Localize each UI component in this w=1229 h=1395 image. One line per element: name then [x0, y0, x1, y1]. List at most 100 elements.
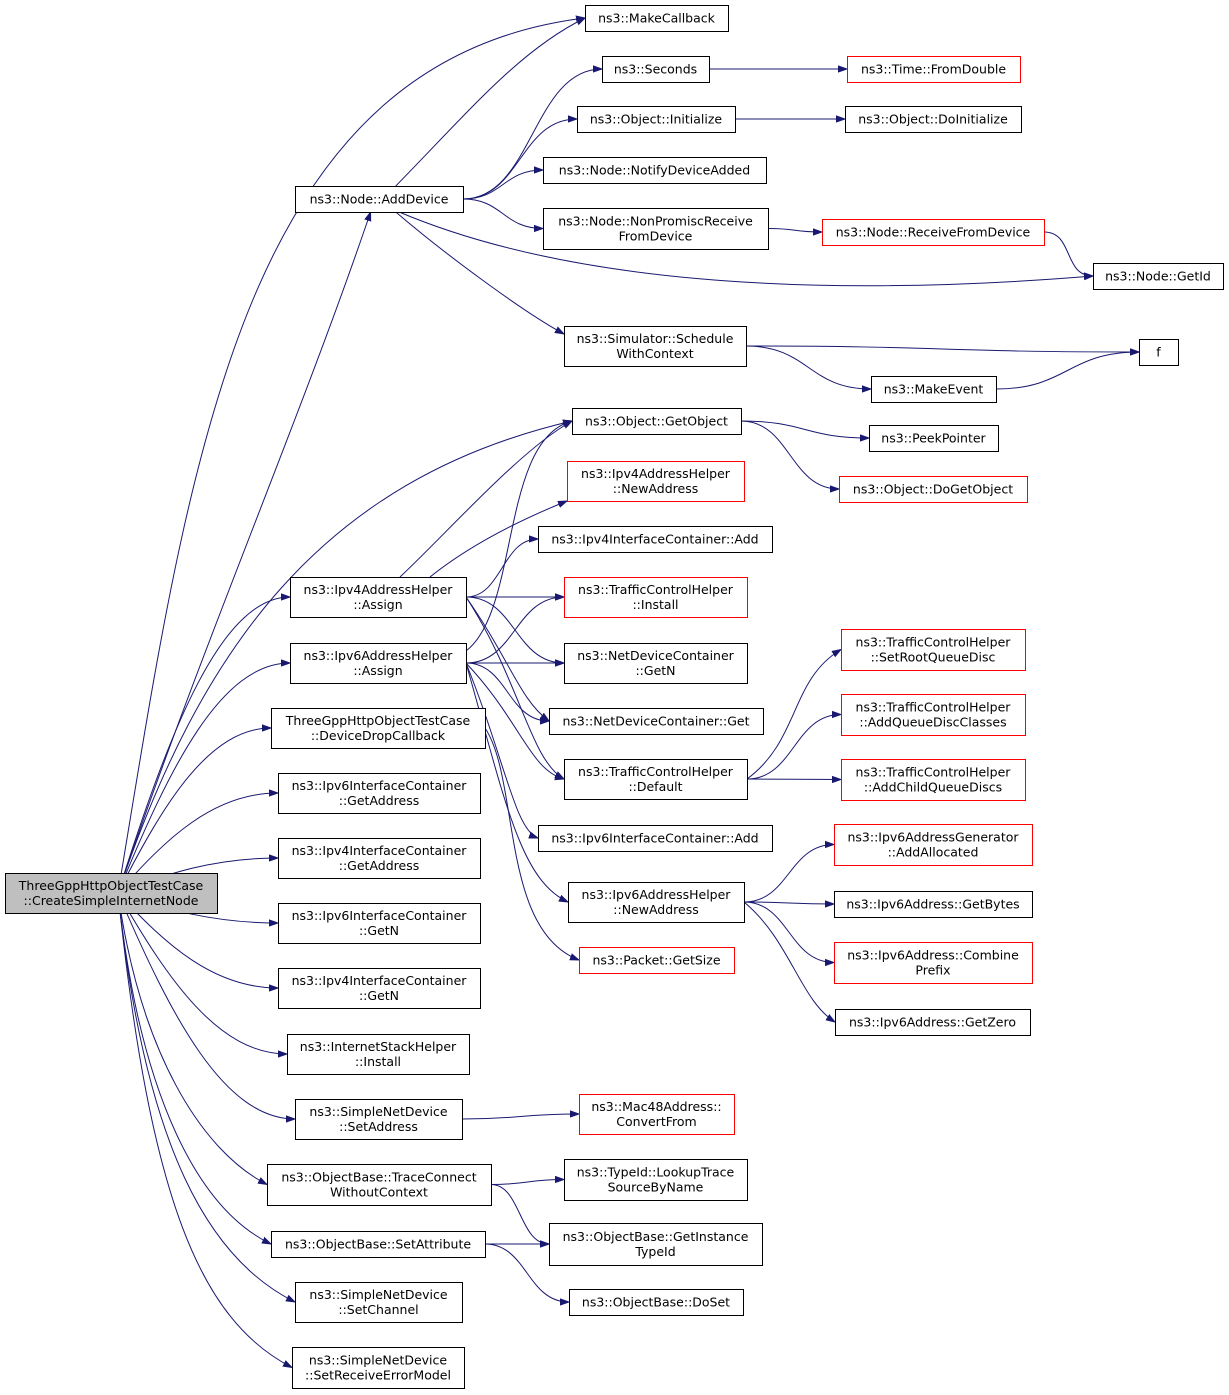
edge-adddevice-to-initialize [462, 119, 577, 200]
node-box [567, 461, 745, 502]
edge [117, 597, 290, 894]
node-label: ns3::Object::GetObject [585, 414, 728, 429]
edge-getobject-to-dogetobject [740, 420, 839, 489]
edge [117, 18, 585, 894]
edge-root-to-traceconnect [117, 892, 267, 1185]
node-tchdefault[interactable]: ns3::TrafficControlHelper::Default [564, 759, 748, 800]
edge-adddevice-to-makecallback [395, 18, 585, 187]
edge [746, 650, 841, 780]
edge-ipv4assign-to-getobject [399, 421, 572, 578]
node-label: ns3::Object::DoInitialize [858, 112, 1008, 127]
node-getobject[interactable]: ns3::Object::GetObject [572, 408, 742, 435]
node-setreceiveerrormodel[interactable]: ns3::SimpleNetDevice::SetReceiveErrorMod… [292, 1347, 465, 1389]
node-peekpointer[interactable]: ns3::PeekPointer [869, 425, 999, 452]
node-root[interactable]: ThreeGppHttpObjectTestCase::CreateSimple… [5, 873, 218, 914]
node-box [834, 942, 1033, 984]
node-devicedrop[interactable]: ThreeGppHttpObjectTestCase::DeviceDropCa… [271, 708, 486, 749]
node-label: ns3::PeekPointer [881, 431, 986, 446]
edge-ipv6assign-to-getobject [465, 421, 572, 652]
node-ipv4assign[interactable]: ns3::Ipv4AddressHelper::Assign [290, 577, 467, 618]
node-ipv6icgetaddress[interactable]: ns3::Ipv6InterfaceContainer::GetAddress [278, 773, 481, 814]
edge-ipv4assign-to-ndcget [465, 596, 549, 721]
node-ipv4newaddress[interactable]: ns3::Ipv4AddressHelper::NewAddress [567, 461, 745, 502]
edge-ipv6newaddress-to-addallocated [743, 845, 834, 903]
node-setaddress[interactable]: ns3::SimpleNetDevice::SetAddress [295, 1099, 463, 1140]
node-box [295, 1282, 463, 1323]
node-makecallback[interactable]: ns3::MakeCallback [585, 5, 729, 32]
node-ipv6newaddress[interactable]: ns3::Ipv6AddressHelper::NewAddress [568, 882, 745, 923]
node-tchinstall[interactable]: ns3::TrafficControlHelper::Install [564, 577, 748, 618]
edge-root-to-setchannel [117, 892, 295, 1302]
node-setrootqueuedisc[interactable]: ns3::TrafficControlHelper::SetRootQueueD… [841, 629, 1026, 671]
node-addchildqueuediscs[interactable]: ns3::TrafficControlHelper::AddChildQueue… [841, 759, 1026, 801]
node-box [295, 1099, 463, 1140]
node-addallocated[interactable]: ns3::Ipv6AddressGenerator::AddAllocated [834, 824, 1033, 866]
node-ipv6assign[interactable]: ns3::Ipv6AddressHelper::Assign [290, 643, 467, 684]
node-ndcgetn[interactable]: ns3::NetDeviceContainer::GetN [564, 643, 748, 684]
node-setattribute[interactable]: ns3::ObjectBase::SetAttribute [271, 1231, 486, 1258]
node-ndcget[interactable]: ns3::NetDeviceContainer::Get [549, 708, 764, 735]
node-doset[interactable]: ns3::ObjectBase::DoSet [569, 1289, 744, 1316]
edge-adddevice-to-getid [398, 211, 1093, 287]
node-fromdouble[interactable]: ns3::Time::FromDouble [847, 56, 1021, 83]
edge-schedulewithcontext-to-makeevent [745, 345, 871, 389]
node-seconds[interactable]: ns3::Seconds [602, 56, 710, 83]
node-dogetobject[interactable]: ns3::Object::DoGetObject [839, 476, 1028, 503]
node-label: ::NewAddress [613, 481, 698, 496]
node-box [568, 882, 745, 923]
node-receivefromdevice[interactable]: ns3::Node::ReceiveFromDevice [822, 219, 1045, 246]
node-label: ::SetRootQueueDisc [871, 650, 996, 665]
node-setchannel[interactable]: ns3::SimpleNetDevice::SetChannel [295, 1282, 463, 1323]
node-ipv4icgetn[interactable]: ns3::Ipv4InterfaceContainer::GetN [278, 968, 481, 1009]
node-label: ns3::TrafficControlHelper [856, 765, 1012, 780]
node-ipv6icadd[interactable]: ns3::Ipv6InterfaceContainer::Add [538, 825, 773, 852]
node-box [579, 947, 735, 974]
edge [490, 1180, 564, 1185]
node-addqueuediscclasses[interactable]: ns3::TrafficControlHelper::AddQueueDiscC… [841, 694, 1026, 736]
node-ipv4icadd[interactable]: ns3::Ipv4InterfaceContainer::Add [538, 526, 773, 553]
node-label: ThreeGppHttpObjectTestCase [285, 713, 471, 728]
node-convertfrom[interactable]: ns3::Mac48Address::ConvertFrom [579, 1094, 735, 1135]
node-traceconnect[interactable]: ns3::ObjectBase::TraceConnectWithoutCont… [267, 1164, 492, 1206]
node-adddevice[interactable]: ns3::Node::AddDevice [295, 186, 464, 213]
node-label: ns3::Ipv4InterfaceContainer [292, 973, 468, 988]
node-label: ::SetReceiveErrorModel [305, 1368, 451, 1383]
node-ipv6icgetn[interactable]: ns3::Ipv6InterfaceContainer::GetN [278, 903, 481, 944]
node-ishinstall[interactable]: ns3::InternetStackHelper::Install [287, 1034, 470, 1075]
node-label: ns3::Node::NonPromiscReceive [558, 214, 753, 229]
node-getzero[interactable]: ns3::Ipv6Address::GetZero [835, 1009, 1031, 1036]
node-label: ns3::NetDeviceContainer::Get [562, 714, 749, 729]
node-getid[interactable]: ns3::Node::GetId [1093, 263, 1224, 290]
edge [746, 779, 841, 780]
edge [117, 421, 572, 894]
node-box [1139, 339, 1179, 366]
node-box [278, 968, 481, 1009]
node-doinitialize[interactable]: ns3::Object::DoInitialize [845, 106, 1022, 133]
node-initialize[interactable]: ns3::Object::Initialize [577, 106, 736, 133]
edge-ipv6assign-to-tchinstall [465, 597, 564, 664]
node-label: ns3::TrafficControlHelper [578, 764, 734, 779]
node-label: ns3::Ipv6AddressGenerator [847, 830, 1019, 845]
node-box [271, 708, 486, 749]
node-label: ns3::Ipv6AddressHelper [582, 887, 732, 902]
node-getbytes[interactable]: ns3::Ipv6Address::GetBytes [834, 891, 1033, 918]
node-label: WithoutContext [330, 1185, 428, 1200]
edge-makeevent-to-f [995, 352, 1139, 390]
edge [461, 1114, 579, 1120]
node-label: ::NewAddress [613, 902, 698, 917]
node-notifydeviceadded[interactable]: ns3::Node::NotifyDeviceAdded [543, 157, 767, 184]
edge [462, 198, 543, 229]
edge [743, 845, 834, 903]
node-packetgetsize[interactable]: ns3::Packet::GetSize [579, 947, 735, 974]
node-f[interactable]: f [1139, 339, 1179, 366]
edge-traceconnect-to-getinstancetypeid [490, 1184, 549, 1245]
edge [484, 727, 579, 960]
node-label: ::Install [355, 1054, 401, 1069]
node-ipv4icgetaddress[interactable]: ns3::Ipv4InterfaceContainer::GetAddress [278, 838, 481, 879]
node-makeevent[interactable]: ns3::MakeEvent [871, 376, 997, 403]
